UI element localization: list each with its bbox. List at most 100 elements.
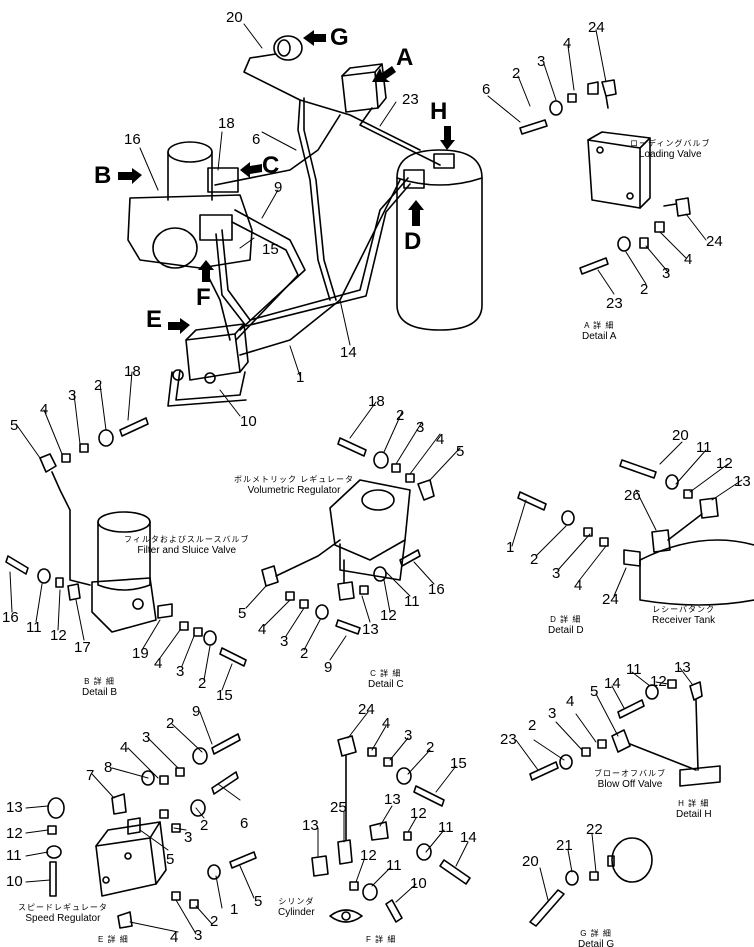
part-number: 1 [506, 539, 515, 556]
part-number: 3 [184, 829, 193, 846]
volumetric-regulator-label-jp: ボルメトリック レギュレータ [234, 475, 355, 484]
main-assembly [118, 30, 483, 407]
detail-h-caption-jp: H 詳 細 [678, 799, 710, 808]
part-number: 23 [500, 731, 517, 748]
detail-h-caption-en: Detail H [676, 808, 712, 820]
loading-valve-label-jp: ローディングバルブ [630, 139, 711, 148]
speed-regulator-main [172, 323, 249, 384]
part-number: 9 [324, 659, 333, 676]
part-number: 4 [154, 655, 163, 672]
filter-assembly-main [127, 141, 253, 269]
detail-c-caption-jp: C 詳 細 [370, 669, 402, 678]
part-number: 25 [330, 799, 347, 816]
volumetric-regulator-label-en: Volumetric Regulator [247, 484, 341, 496]
part-number: 2 [94, 377, 103, 394]
cylinder-label-jp: シリンダ [278, 897, 315, 906]
receiver-tank-label-en: Receiver Tank [652, 614, 716, 626]
detail-g-drawing [529, 837, 653, 927]
callout-e: E [146, 306, 163, 333]
part-number: 13 [6, 799, 23, 816]
part-number: 22 [586, 821, 603, 838]
detail-h-drawing [529, 679, 721, 787]
part-number: 4 [258, 621, 267, 638]
part-number: 12 [410, 805, 427, 822]
part-number: 2 [640, 281, 649, 298]
part-number: 20 [522, 853, 539, 870]
part-number: 2 [210, 913, 219, 930]
part-number: 10 [6, 873, 23, 890]
detail-e-caption-jp: E 詳 細 [98, 935, 129, 944]
detail-e-drawing [46, 733, 257, 929]
part-number: 12 [6, 825, 23, 842]
detail-f-drawing [311, 735, 471, 923]
part-number: 13 [384, 791, 401, 808]
blow-off-valve-label-jp: ブローオフバルブ [594, 769, 666, 778]
detail-d-caption-jp: D 詳 細 [550, 615, 582, 624]
part-number: 15 [450, 755, 467, 772]
callout-d: D [404, 228, 422, 255]
detail-b-caption-en: Detail B [82, 686, 118, 698]
detail-d-caption-en: Detail D [548, 624, 584, 636]
loading-valve-label: ローディングバルブ Loading Valve [630, 139, 711, 160]
part-number: 2 [166, 715, 175, 732]
filter-sluice-label-en: Filter and Sluice Valve [137, 544, 237, 556]
speed-regulator-label-en: Speed Regulator [25, 912, 101, 924]
part-number: 4 [684, 251, 693, 268]
detail-f-caption-jp: F 詳 細 [366, 935, 397, 944]
detail-c-caption-en: Detail C [368, 678, 404, 690]
part-number: 11 [696, 439, 712, 456]
part-number: 6 [252, 131, 261, 148]
detail-d-caption: D 詳 細 Detail D [548, 615, 584, 636]
part-number: 5 [254, 893, 263, 910]
part-number: 2 [512, 65, 521, 82]
detail-a-caption: A 詳 細 Detail A [582, 321, 616, 342]
main-piping [167, 53, 441, 407]
part-number: 2 [396, 407, 405, 424]
part-number: 26 [624, 487, 641, 504]
detail-c-drawing [261, 437, 435, 635]
detail-h-caption: H 詳 細 Detail H [676, 799, 712, 820]
part-number: 24 [706, 233, 723, 250]
filter-sluice-label: フィルタおよびスルースバルブ Filter and Sluice Valve [124, 535, 250, 556]
part-number: 12 [650, 673, 667, 690]
part-number: 7 [86, 767, 95, 784]
part-number: 3 [176, 663, 185, 680]
receiver-tank-label-jp: レシーバタンク [652, 605, 716, 614]
detail-d-drawing [517, 459, 754, 606]
part-number: 3 [68, 387, 77, 404]
part-number: 10 [410, 875, 427, 892]
detail-a-caption-jp: A 詳 細 [584, 321, 615, 330]
callout-g: G [330, 24, 349, 51]
part-number: 14 [604, 675, 621, 692]
detail-e-caption: E 詳 細 [98, 935, 129, 945]
callout-f: F [196, 284, 211, 311]
part-number: 4 [382, 715, 391, 732]
part-number: 2 [530, 551, 539, 568]
part-number: 3 [537, 53, 546, 70]
part-number: 2 [426, 739, 435, 756]
part-number: 3 [552, 565, 561, 582]
part-number: 4 [170, 929, 179, 946]
part-number: 16 [428, 581, 445, 598]
loading-valve-label-en: Loading Valve [638, 148, 702, 160]
gauge-g-main [273, 35, 303, 61]
filter-sluice-label-jp: フィルタおよびスルースバルブ [124, 535, 250, 544]
part-number: 12 [716, 455, 733, 472]
cylinder-label-en: Cylinder [278, 906, 315, 918]
part-number: 24 [602, 591, 619, 608]
part-number: 13 [674, 659, 691, 676]
part-number: 2 [300, 645, 309, 662]
part-number: 6 [482, 81, 491, 98]
part-number: 24 [358, 701, 375, 718]
part-number: 6 [240, 815, 249, 832]
part-number: 15 [262, 241, 279, 258]
part-number: 11 [438, 819, 454, 836]
part-number: 3 [280, 633, 289, 650]
part-number: 3 [662, 265, 671, 282]
part-number: 13 [734, 473, 751, 490]
part-number: 1 [230, 901, 239, 918]
callout-a: A [396, 44, 414, 71]
part-number: 3 [404, 727, 413, 744]
part-number: 3 [194, 927, 203, 944]
part-number: 9 [274, 179, 283, 196]
